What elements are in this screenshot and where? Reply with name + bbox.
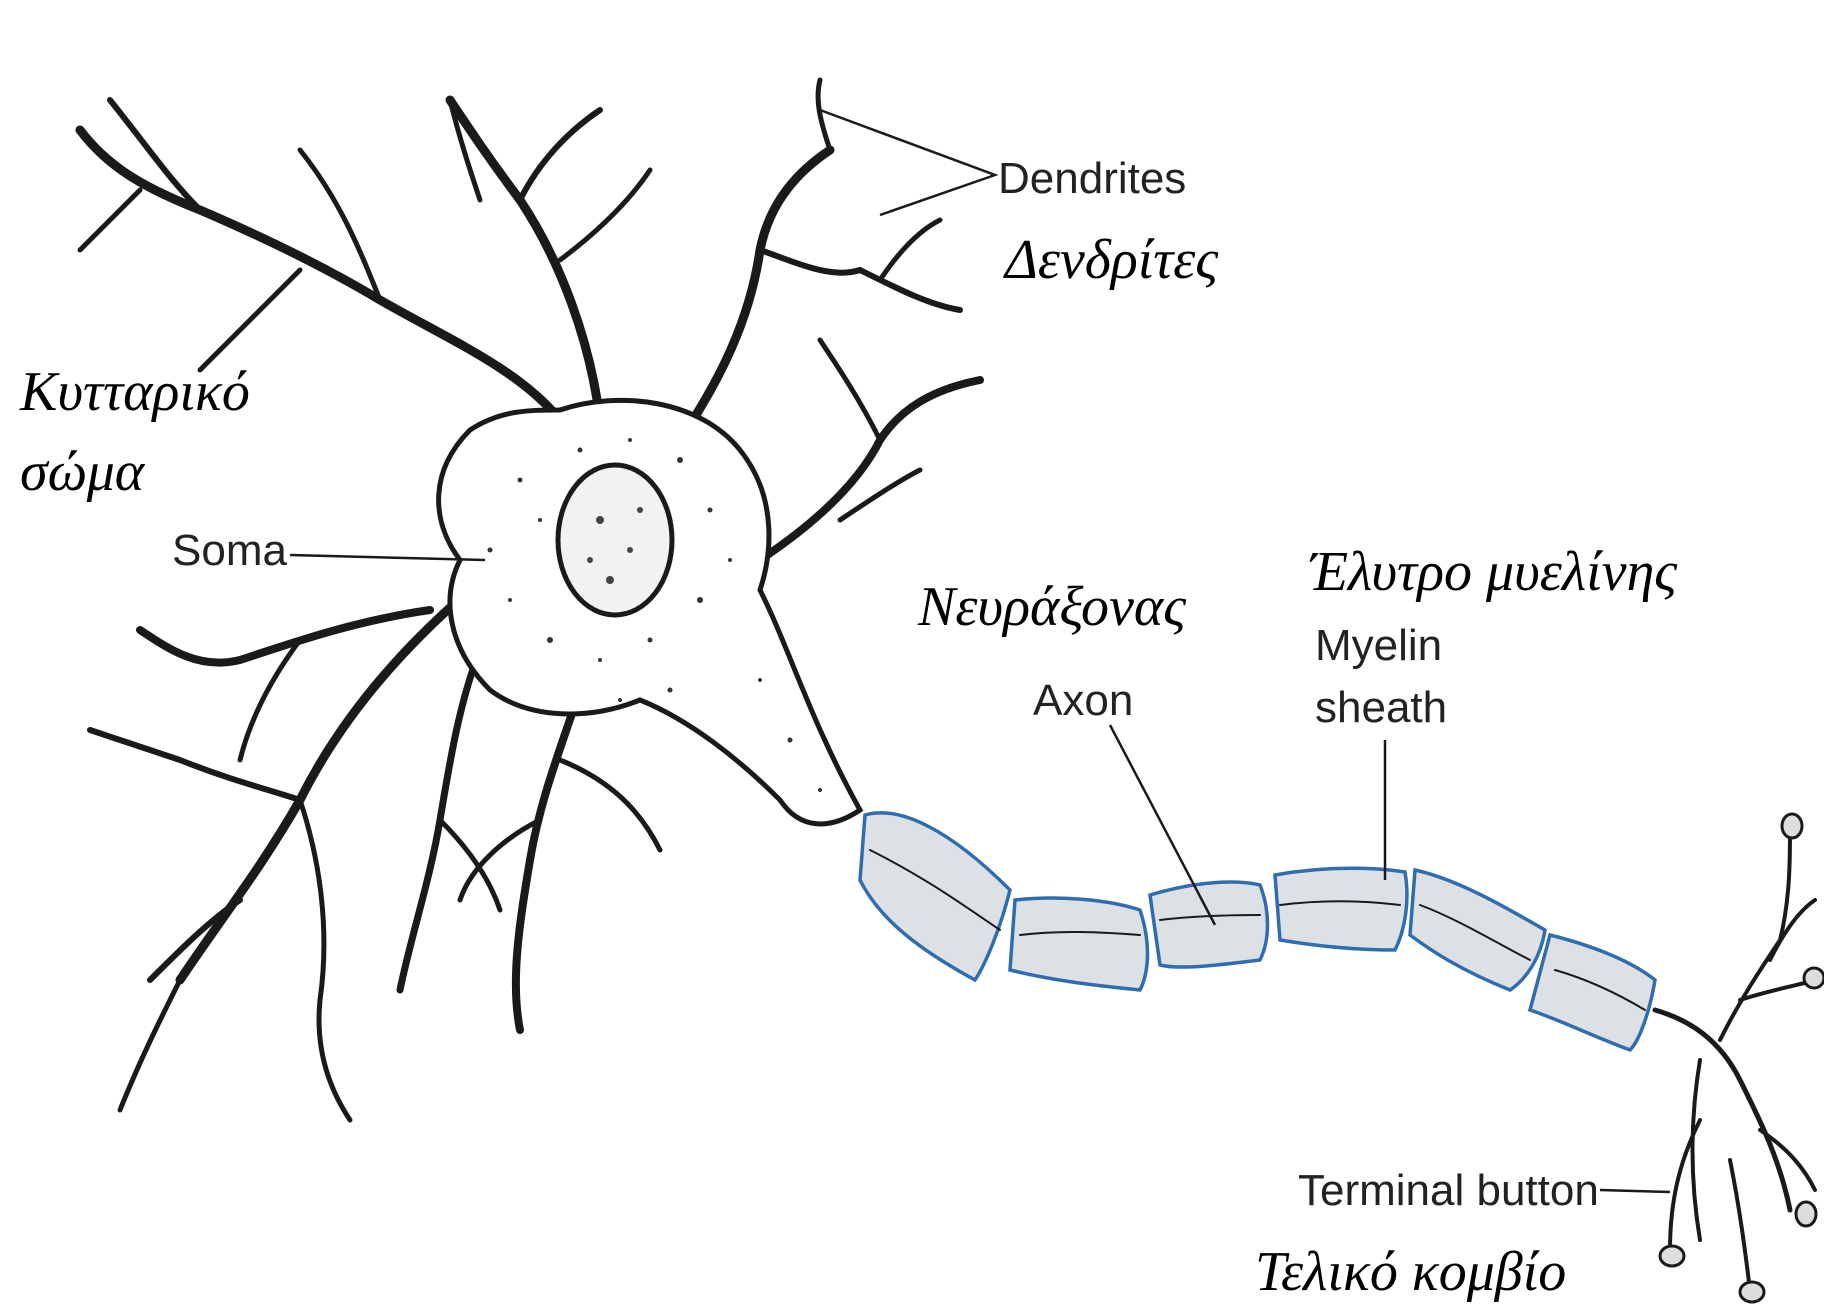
myelin-label-line1: Myelin — [1315, 621, 1442, 670]
nucleus — [558, 465, 672, 615]
dendrites-leader — [820, 110, 995, 215]
myelin-label-line2: sheath — [1315, 683, 1447, 732]
soma-greek-label-line1: Κυτταρικό — [19, 361, 250, 423]
terminal-leader — [1600, 1190, 1670, 1192]
axon-myelin — [860, 813, 1655, 1050]
terminal-button-label: Terminal button — [1298, 1166, 1599, 1215]
axon-greek-label: Νευράξονας — [917, 576, 1186, 638]
axon-label: Axon — [1033, 676, 1133, 725]
soma-label: Soma — [172, 526, 287, 575]
myelin-greek-label: Έλυτρο μυελίνης — [1309, 541, 1677, 603]
dendrites-greek-label: Δενδρίτες — [1003, 229, 1218, 291]
axon-terminal-branches — [1655, 814, 1824, 1302]
dendrites-label: Dendrites — [998, 154, 1186, 203]
soma-body — [439, 400, 860, 824]
soma-greek-label-line2: σώμα — [20, 441, 146, 503]
terminal-greek-label: Τελικό κομβίο — [1255, 1241, 1566, 1303]
